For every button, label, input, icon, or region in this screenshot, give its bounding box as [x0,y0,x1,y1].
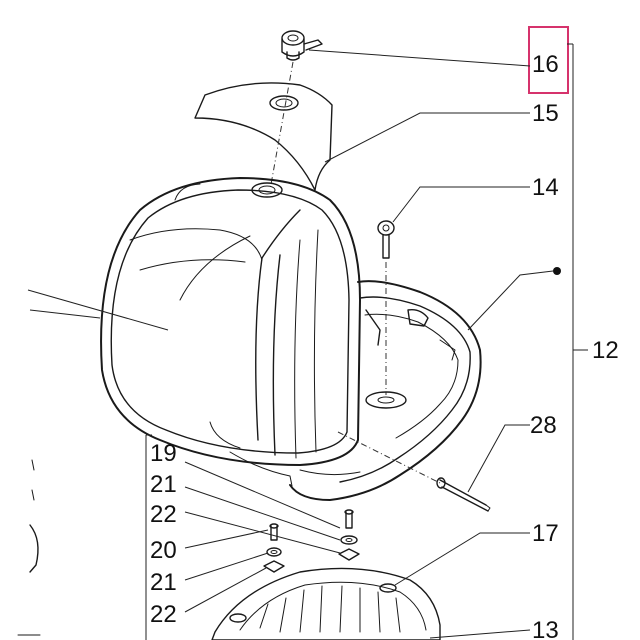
part-16-lock-cylinder [281,30,323,61]
callout-21-lower: 21 [150,569,177,596]
part-19-screw [344,509,354,529]
axis-line-lock [269,61,294,191]
bullet-dot [553,267,561,275]
leader-21b [184,552,269,581]
part-22-washer-left [263,560,285,573]
highlight-box-16 [528,26,569,94]
callout-15: 15 [532,100,559,127]
callout-28: 28 [530,412,557,439]
leader-12 [467,270,554,331]
callout-21-upper: 21 [150,471,177,498]
part-22-washer-right [338,548,360,561]
leader-20 [184,529,269,549]
callout-16: 16 [532,51,559,78]
bracket-lower-left [145,434,152,640]
leader-22a [184,511,341,554]
top-case-base [229,280,482,501]
leader-15 [324,112,530,163]
axis-line-28 [337,431,441,484]
leader-14 [392,186,530,223]
mounting-plate [211,567,441,640]
leader-13 [429,629,531,639]
callout-17: 17 [532,520,559,547]
leader-16 [308,49,531,67]
callout-20: 20 [150,537,177,564]
leader-28 [467,424,530,493]
leader-lid [27,289,169,331]
callout-22-upper: 22 [150,501,177,528]
part-14-eye-bolt [377,220,395,259]
bracket-12 [567,43,588,640]
part-28-bolt [436,477,491,512]
callout-22-lower: 22 [150,601,177,628]
part-21-washer-right [340,535,358,545]
leader-22b [184,567,267,613]
leader-21a [184,486,341,541]
top-case-lid [100,177,361,466]
leader-lid-2 [29,309,101,319]
leader-19 [184,461,341,529]
callout-13: 13 [532,617,559,640]
leader-17 [394,532,530,586]
callout-14: 14 [532,174,559,201]
part-20-screw [269,523,279,541]
callout-12: 12 [592,337,619,364]
part-15-cover-plate [194,82,333,191]
edge-fragment-left [17,459,41,636]
part-21-washer-left [266,547,282,557]
callout-19: 19 [150,440,177,467]
